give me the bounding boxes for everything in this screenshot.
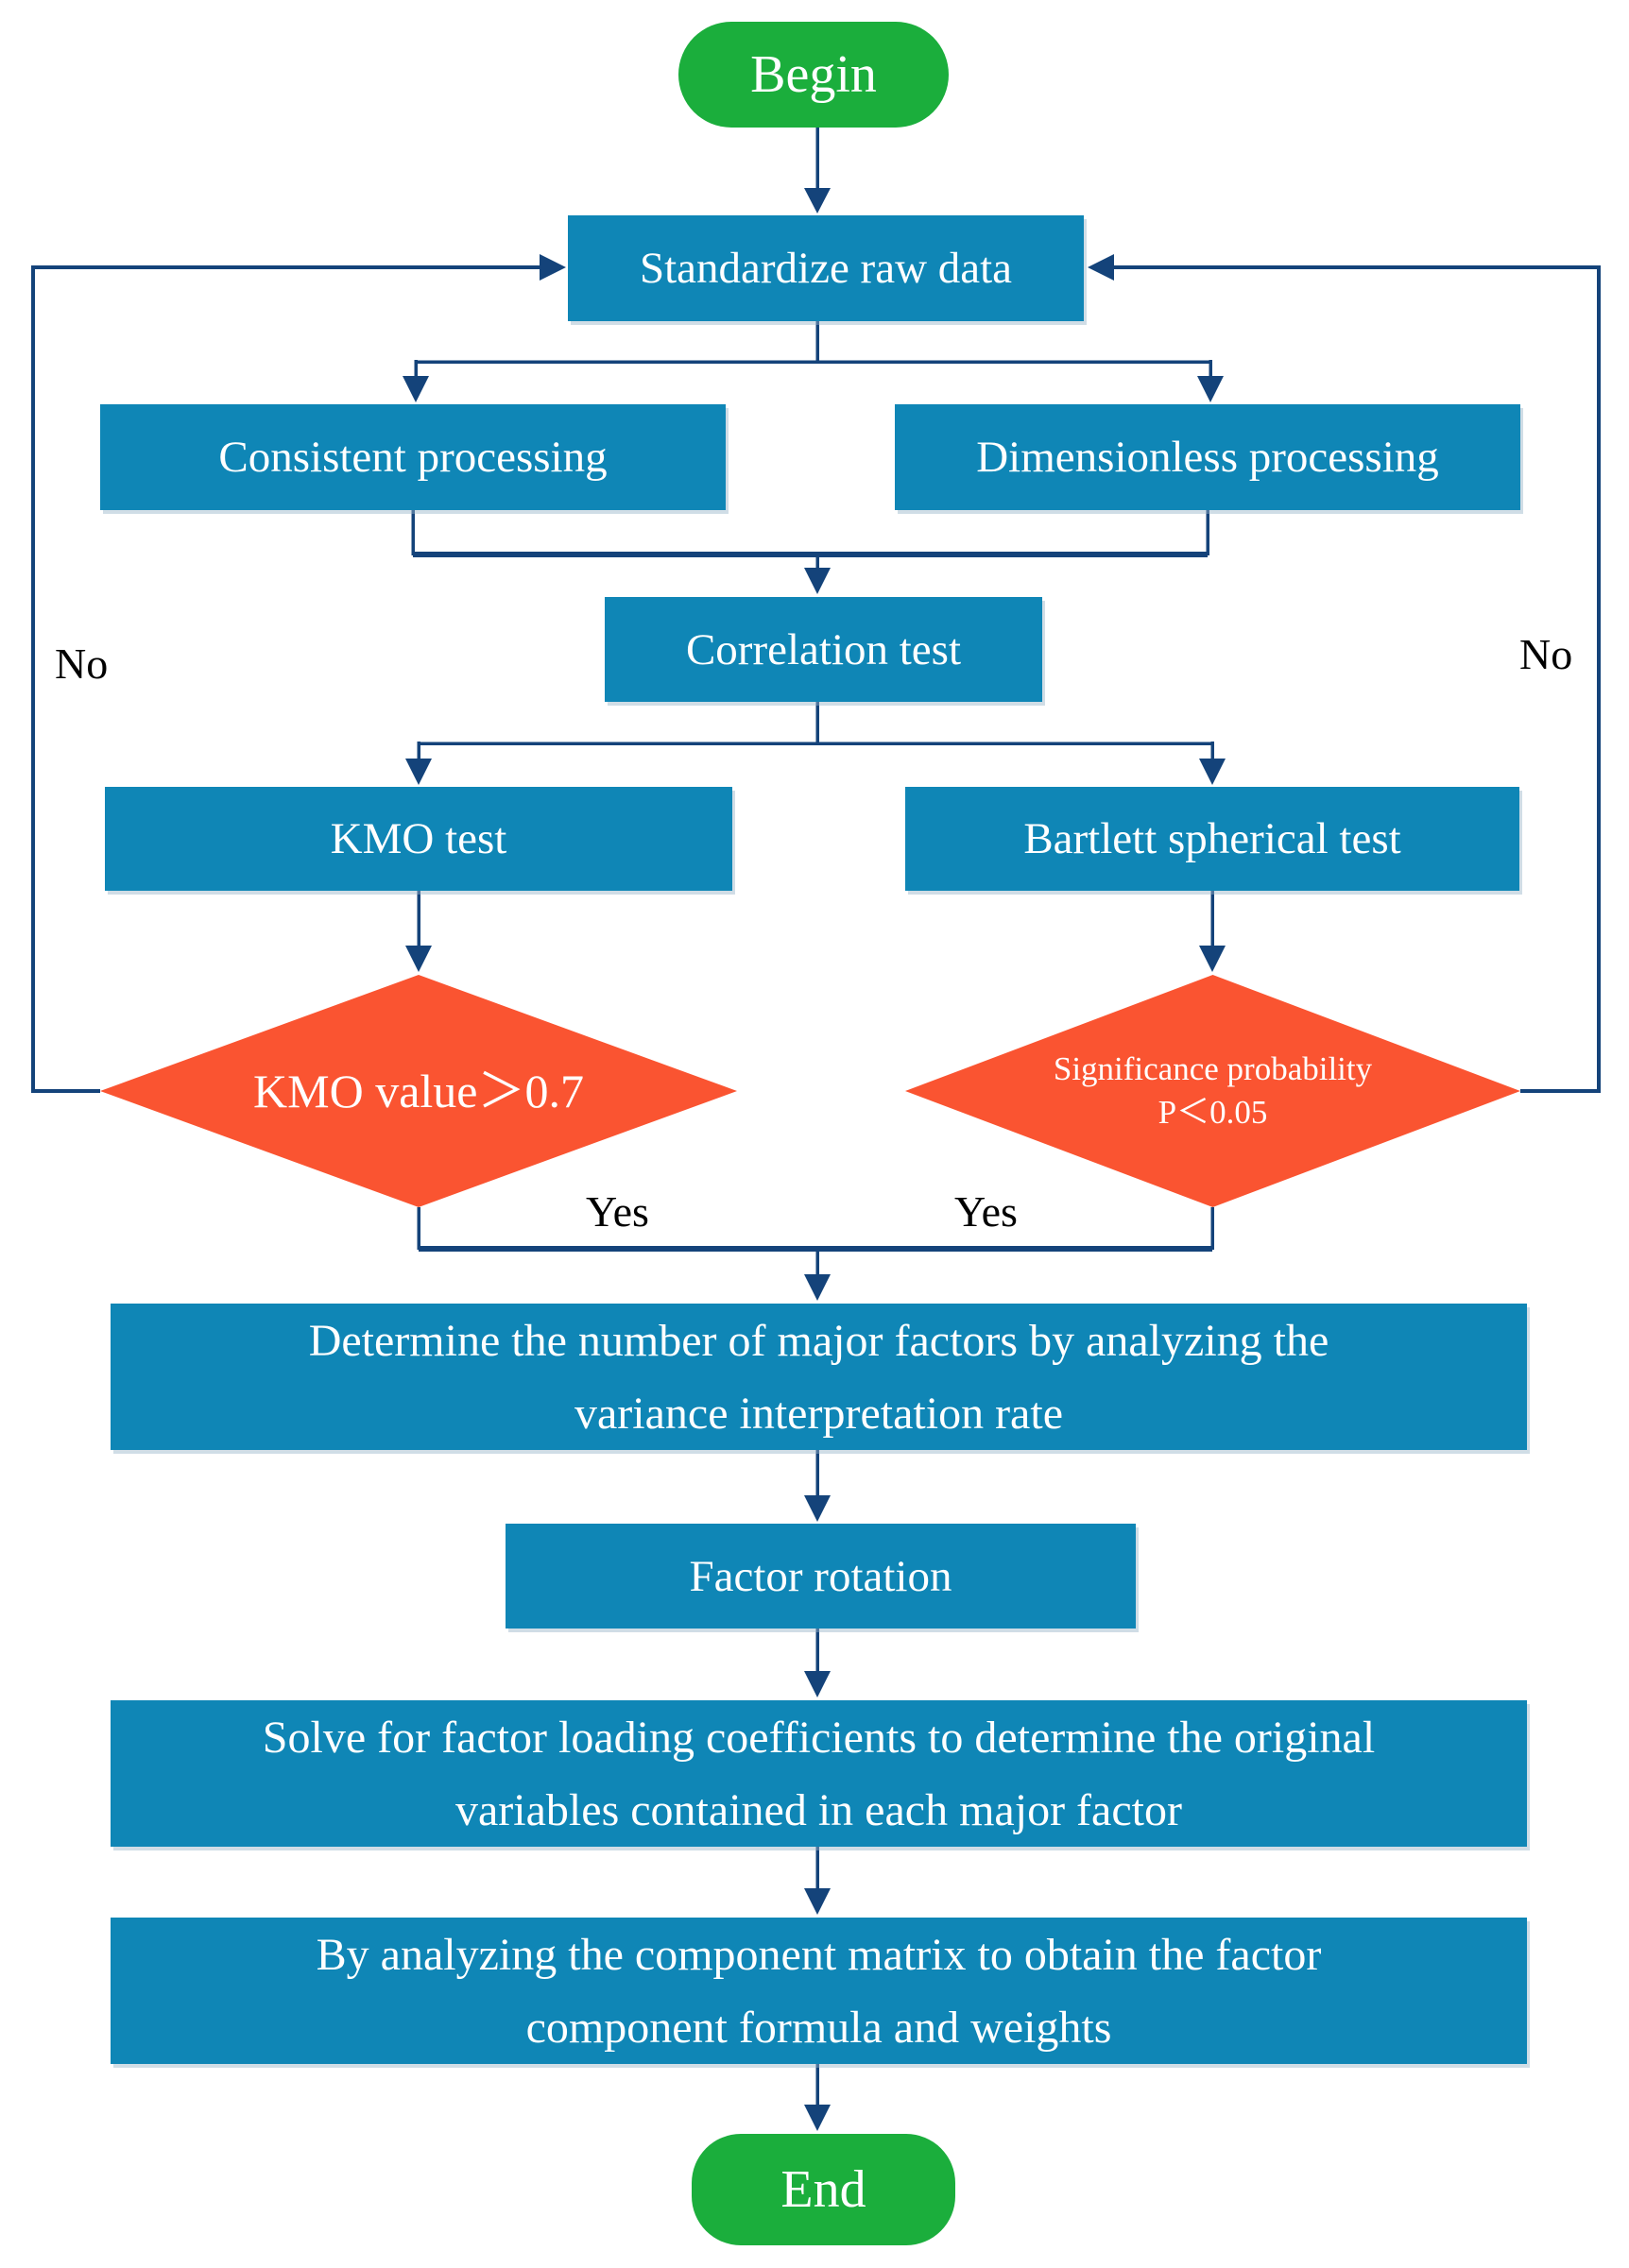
flowchart-node-end: End	[692, 2134, 955, 2245]
flowchart-node-consistent-processing: Consistent processing	[100, 404, 726, 510]
flowchart-node-solve-factor-loading: Solve for factor loading coefficients to…	[111, 1700, 1527, 1847]
kmo-decision-label: KMO value＞0.7	[253, 1064, 584, 1117]
flowchart-node-component-matrix: By analyzing the component matrix to obt…	[111, 1918, 1527, 2064]
flowchart-node-kmo-test: KMO test	[105, 787, 732, 891]
end-label: End	[780, 2160, 866, 2219]
bartlett-label: Bartlett spherical test	[1023, 814, 1401, 863]
edge-label-no-left: No	[55, 639, 109, 688]
edge-label-yes-left: Yes	[586, 1187, 649, 1236]
kmo-label: KMO test	[330, 814, 507, 863]
flowchart-node-dimensionless-processing: Dimensionless processing	[895, 404, 1520, 510]
determine-line2: variance interpretation rate	[574, 1388, 1063, 1439]
solve-label: Solve for factor loading coefficients to…	[263, 1701, 1375, 1847]
component-line2: component formula and weights	[525, 2002, 1112, 2053]
sig-decision-line1: Significance probability	[1053, 1050, 1373, 1087]
factor-rotation-label: Factor rotation	[689, 1551, 952, 1601]
determine-label: Determine the number of major factors by…	[309, 1305, 1329, 1450]
flowchart-node-standardize-raw-data: Standardize raw data	[568, 215, 1084, 321]
edge-label-yes-right: Yes	[954, 1187, 1018, 1236]
edge-label-no-right: No	[1519, 630, 1573, 678]
flowchart-node-bartlett-spherical-test: Bartlett spherical test	[905, 787, 1519, 891]
determine-line1: Determine the number of major factors by…	[308, 1315, 1329, 1366]
flowchart-node-factor-rotation: Factor rotation	[506, 1524, 1136, 1629]
solve-line1: Solve for factor loading coefficients to…	[262, 1712, 1376, 1763]
correlation-label: Correlation test	[685, 624, 962, 674]
begin-label: Begin	[750, 45, 877, 104]
sig-decision-line2: P＜0.05	[1157, 1094, 1268, 1131]
sig-decision-label: Significance probability P＜0.05	[1054, 1048, 1372, 1134]
arrow-heads	[403, 188, 1226, 2131]
edge-no-right	[1114, 265, 1601, 1093]
consistent-label: Consistent processing	[218, 433, 608, 482]
dimensionless-label: Dimensionless processing	[976, 433, 1439, 482]
component-label: By analyzing the component matrix to obt…	[317, 1918, 1322, 2064]
edge-no-left	[31, 265, 540, 1093]
flowchart-node-determine-major-factors: Determine the number of major factors by…	[111, 1304, 1527, 1450]
flowchart-node-correlation-test: Correlation test	[605, 597, 1042, 702]
component-line1: By analyzing the component matrix to obt…	[316, 1929, 1322, 1980]
solve-line2: variables contained in each major factor	[455, 1784, 1182, 1835]
standardize-label: Standardize raw data	[639, 244, 1013, 293]
flowchart-node-begin: Begin	[678, 22, 949, 128]
